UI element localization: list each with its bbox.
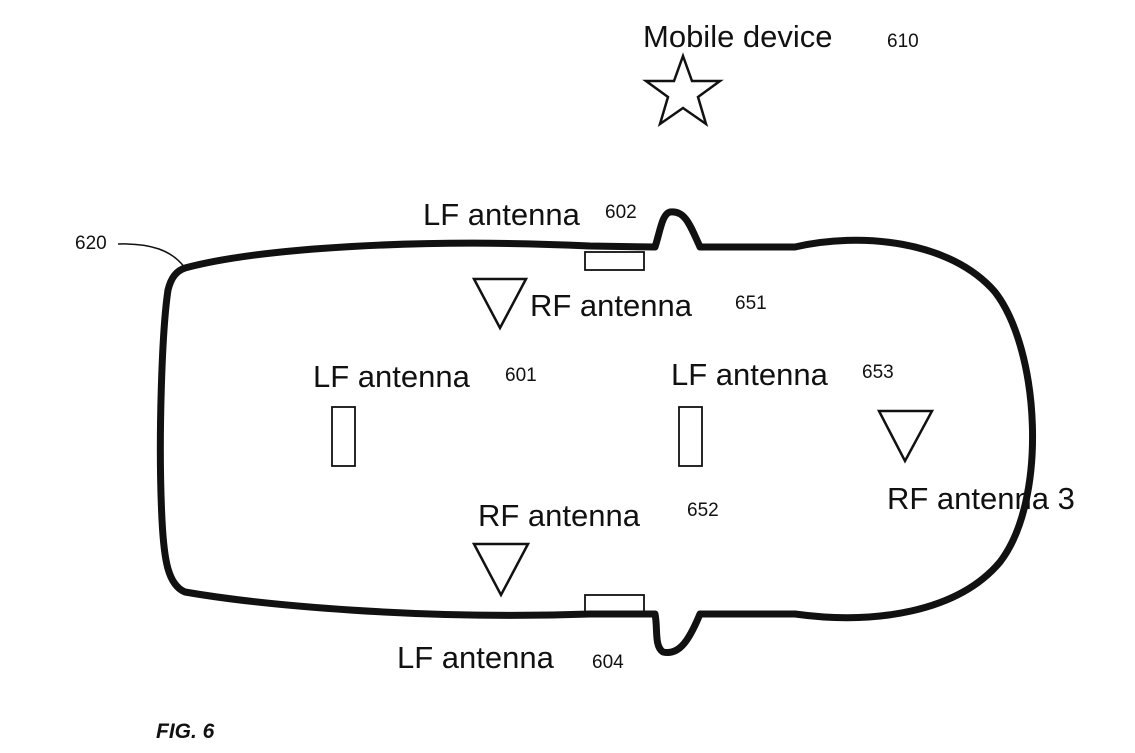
lf-antenna-601-label: LF antenna — [313, 359, 471, 394]
mobile-device-label: Mobile device — [643, 19, 833, 54]
rf-antenna-651-ref: 651 — [735, 293, 767, 314]
lf-antenna-604-ref: 604 — [592, 652, 624, 673]
lf-antenna-602-box — [584, 251, 645, 271]
lf-antenna-653-label: LF antenna — [671, 357, 829, 392]
vehicle-ref: 620 — [75, 233, 107, 254]
lf-antenna-604-label: LF antenna — [397, 640, 555, 675]
lf-antenna-601-box — [331, 406, 356, 467]
rf-antenna-3-label: RF antenna 3 — [887, 481, 1075, 516]
rf-antenna-651-triangle-icon — [471, 277, 529, 331]
rf-antenna-3-triangle-icon — [876, 409, 935, 464]
rf-antenna-652-label: RF antenna — [478, 498, 641, 533]
lf-antenna-602-label: LF antenna — [423, 197, 581, 232]
lf-antenna-602-ref: 602 — [605, 202, 637, 223]
figure-caption: FIG. 6 — [156, 720, 215, 743]
rf-antenna-652-ref: 652 — [687, 500, 719, 521]
mobile-device-star-icon — [642, 52, 724, 128]
vehicle-leader-line — [117, 243, 186, 269]
lf-antenna-604-box — [584, 594, 645, 614]
lf-antenna-653-ref: 653 — [862, 362, 894, 383]
lf-antenna-653-box — [678, 406, 703, 467]
rf-antenna-651-label: RF antenna — [530, 288, 693, 323]
lf-antenna-601-ref: 601 — [505, 365, 537, 386]
rf-antenna-652-triangle-icon — [471, 542, 531, 598]
vehicle-outline — [156, 208, 1036, 657]
mobile-device-ref: 610 — [887, 31, 919, 52]
